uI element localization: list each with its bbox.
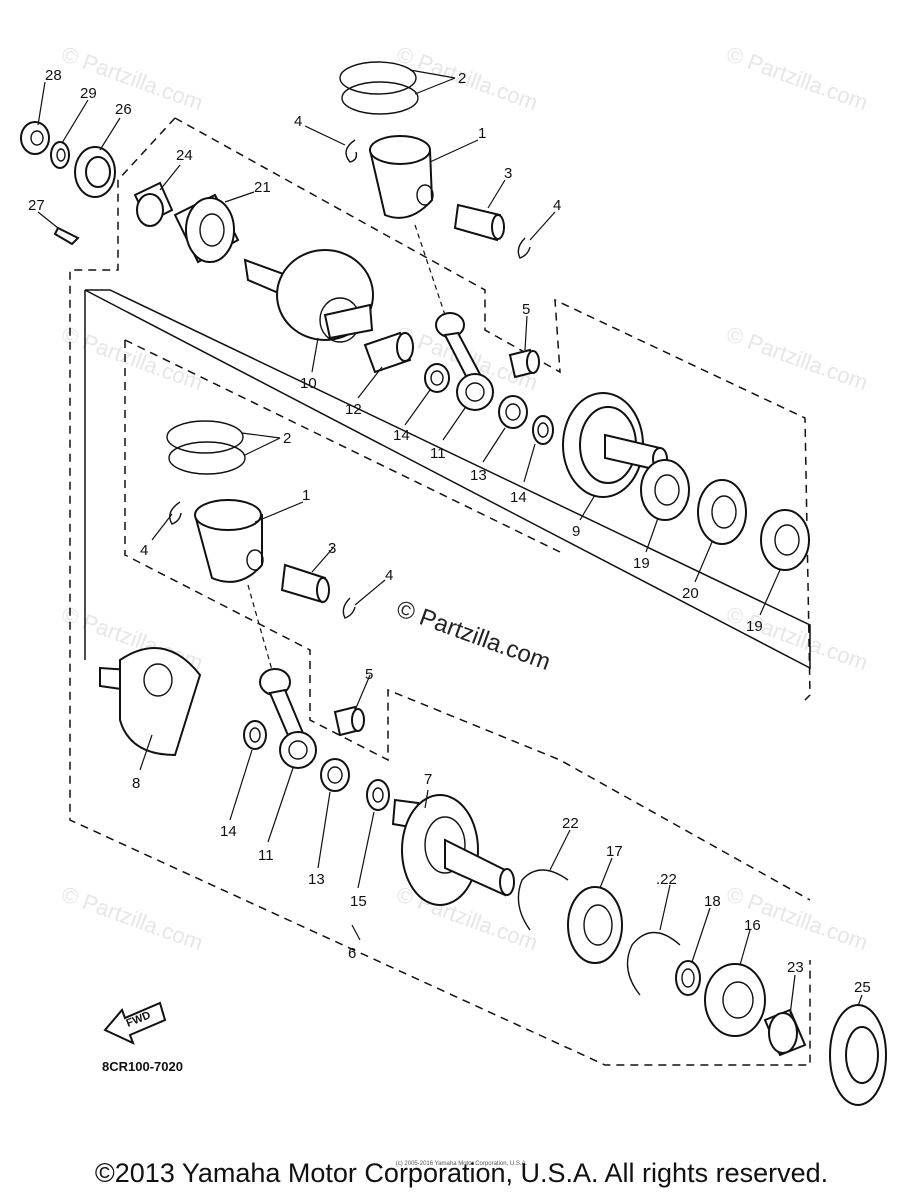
- nut-28: [20, 121, 50, 155]
- callout-28: 28: [45, 67, 62, 84]
- circlip-22-right: [626, 931, 681, 996]
- group-outlines: [69, 117, 811, 1066]
- callout-4-upper-left: 4: [294, 113, 302, 130]
- crank-half-10: [243, 249, 374, 343]
- callout-1-lower: 1: [302, 487, 310, 504]
- callout-9: 9: [572, 523, 580, 540]
- callout-6: 6: [348, 945, 356, 962]
- callout-4-lower-right: 4: [385, 567, 393, 584]
- washer-29: [50, 141, 70, 169]
- circlip-22-left: [517, 869, 569, 931]
- crank-half-7: [391, 794, 515, 906]
- callout-2-lower: 2: [283, 430, 291, 447]
- callout-22-right: .22: [656, 871, 677, 888]
- callout-18: 18: [704, 893, 721, 910]
- callout-5-lower: 5: [365, 666, 373, 683]
- callout-14-upper: 14: [393, 427, 410, 444]
- pin-27: [53, 226, 80, 246]
- piston-pin-3-lower: [280, 563, 330, 604]
- connecting-rod-11-lower: [247, 584, 317, 769]
- piston-pin-3-upper: [453, 203, 505, 242]
- washer-18: [675, 960, 701, 996]
- piston-rings-2-upper: [339, 61, 419, 115]
- callout-19-right: 19: [746, 618, 763, 635]
- callout-14-lower: 14: [220, 823, 237, 840]
- clip-4-upper-right: [517, 237, 531, 259]
- bearing-21: [173, 193, 240, 264]
- fwd-arrow-icon: FWD: [103, 1001, 167, 1045]
- washer-14-lower: [243, 720, 267, 750]
- callout-17: 17: [606, 843, 623, 860]
- callout-2-upper: 2: [458, 70, 466, 87]
- watermark-text: © Partzilla.com: [58, 881, 206, 955]
- leader-lines: [37, 69, 863, 1016]
- callout-13-upper: 13: [470, 467, 487, 484]
- callout-5-upper: 5: [522, 301, 530, 318]
- collar-24: [133, 181, 174, 227]
- bearing-17: [567, 886, 623, 964]
- piston-1-upper: [368, 135, 434, 219]
- crank-half-9: [562, 392, 668, 498]
- oil-seal-26: [74, 146, 116, 198]
- clip-4-lower-right: [342, 597, 356, 619]
- callout-16: 16: [744, 917, 761, 934]
- piston-1-lower: [193, 499, 264, 583]
- watermark-text: © Partzilla.com: [723, 41, 871, 115]
- diagram-code: 8CR100-7020: [102, 1059, 183, 1074]
- callout-3-lower: 3: [328, 540, 336, 557]
- connecting-rod-11-upper: [414, 224, 494, 411]
- bearing-19-left: [640, 459, 690, 521]
- callout-14-upper-right: 14: [510, 489, 527, 506]
- callouts: 28 29 26 24 21 27 2 4 1 3 4 5 10 12 14 1…: [28, 67, 871, 996]
- callout-21: 21: [254, 179, 271, 196]
- bearing-16: [704, 963, 766, 1037]
- callout-1-upper: 1: [478, 125, 486, 142]
- callout-15: 15: [350, 893, 367, 910]
- labyrinth-seal-20: [697, 479, 747, 545]
- watermark-text: © Partzilla.com: [723, 601, 871, 675]
- callout-22-left: 22: [562, 815, 579, 832]
- callout-4-lower-left: 4: [140, 542, 148, 559]
- crank-half-8: [99, 647, 202, 757]
- callout-29: 29: [80, 85, 97, 102]
- washer-14-upper-right: [532, 415, 554, 445]
- washer-15: [366, 779, 390, 811]
- clip-4-lower-left: [169, 501, 182, 525]
- callout-11-upper: 11: [430, 445, 446, 462]
- bearing-19-right: [760, 509, 810, 571]
- callout-23: 23: [787, 959, 804, 976]
- oil-seal-25: [829, 1004, 887, 1106]
- watermark-text: © Partzilla.com: [58, 321, 206, 395]
- copyright-notice: ©2013 Yamaha Motor Corporation, U.S.A. A…: [94, 1158, 829, 1188]
- bearing-13-lower: [320, 758, 350, 792]
- bearing-13-upper: [498, 395, 528, 429]
- small-end-bearing-5-upper: [508, 348, 540, 379]
- piston-rings-2-lower: [166, 420, 246, 475]
- callout-10: 10: [300, 375, 317, 392]
- callout-25: 25: [854, 979, 871, 996]
- callout-12: 12: [345, 401, 362, 418]
- callout-3-upper: 3: [504, 165, 512, 182]
- washer-14-upper: [424, 363, 450, 393]
- callout-8: 8: [132, 775, 140, 792]
- small-end-bearing-5-lower: [333, 705, 365, 737]
- watermark-text: © Partzilla.com: [58, 41, 206, 115]
- collar-23: [763, 1008, 807, 1057]
- callout-27: 27: [28, 197, 45, 214]
- callout-24: 24: [176, 147, 193, 164]
- callout-13-lower: 13: [308, 871, 325, 888]
- callout-4-upper-right: 4: [553, 197, 561, 214]
- callout-11-lower: 11: [258, 847, 274, 864]
- callout-19-left: 19: [633, 555, 650, 572]
- callout-20: 20: [682, 585, 699, 602]
- center-watermark: © Partzilla.com: [393, 595, 554, 676]
- crank-pin-12: [363, 331, 414, 374]
- watermark-text: © Partzilla.com: [723, 321, 871, 395]
- callout-7: 7: [424, 771, 432, 788]
- clip-4-upper-left: [345, 139, 358, 163]
- callout-26: 26: [115, 101, 132, 118]
- fine-print: (c) 2005-2016 Yamaha Motor Corporation, …: [395, 1161, 528, 1167]
